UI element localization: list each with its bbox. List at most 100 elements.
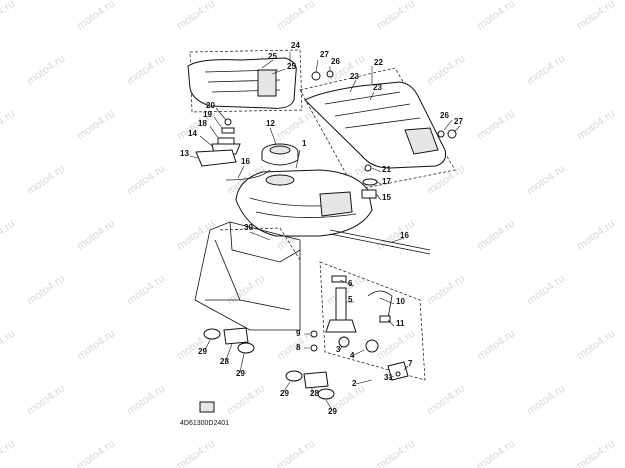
plate-19 <box>221 127 235 134</box>
screw-20 <box>224 118 232 126</box>
watermark-text: moto4.ru <box>225 383 267 418</box>
watermark-text: moto4.ru <box>275 0 317 32</box>
part-callout-13: 13 <box>180 149 189 158</box>
watermark-text: moto4.ru <box>525 383 567 418</box>
watermark-text: moto4.ru <box>25 163 67 198</box>
frame <box>194 221 301 331</box>
damper-18 <box>217 137 235 145</box>
watermark-text: moto4.ru <box>75 108 117 143</box>
part-callout-27: 27 <box>454 117 463 126</box>
watermark-text: moto4.ru <box>475 438 517 468</box>
part-callout-1: 1 <box>302 139 307 148</box>
watermark-text: moto4.ru <box>75 218 117 253</box>
watermark-text: moto4.ru <box>525 273 567 308</box>
watermark-text: moto4.ru <box>25 273 67 308</box>
part-callout-6: 6 <box>348 279 353 288</box>
part-callout-26: 26 <box>331 57 340 66</box>
watermark-text: moto4.ru <box>375 0 417 32</box>
part-callout-3: 3 <box>336 345 341 354</box>
watermark-text: moto4.ru <box>175 0 217 32</box>
watermark-text: moto4.ru <box>0 328 17 363</box>
watermark-text: moto4.ru <box>525 163 567 198</box>
watermark-text: moto4.ru <box>75 328 117 363</box>
fuel-tank <box>235 169 373 237</box>
watermark-text: moto4.ru <box>425 383 467 418</box>
watermark-text: moto4.ru <box>0 218 17 253</box>
book-icon <box>199 401 215 413</box>
watermark-text: moto4.ru <box>425 273 467 308</box>
part-callout-5: 5 <box>348 295 353 304</box>
part-callout-27: 27 <box>320 50 329 59</box>
part-callout-30: 30 <box>244 223 253 232</box>
watermark-text: moto4.ru <box>575 108 617 143</box>
collar-26-right <box>437 130 445 138</box>
watermark-text: moto4.ru <box>175 438 217 468</box>
part-callout-10: 10 <box>396 297 405 306</box>
part-callout-28: 28 <box>310 389 319 398</box>
watermark-text: moto4.ru <box>75 438 117 468</box>
part-callout-9: 9 <box>296 329 301 338</box>
part-callout-8: 8 <box>296 343 301 352</box>
part-callout-29: 29 <box>328 407 337 416</box>
watermark-text: moto4.ru <box>0 108 17 143</box>
part-callout-20: 20 <box>206 101 215 110</box>
watermark-text: moto4.ru <box>125 273 167 308</box>
part-callout-22: 22 <box>374 58 383 67</box>
watermark-text: moto4.ru <box>25 383 67 418</box>
watermark-text: moto4.ru <box>75 0 117 32</box>
part-callout-2: 2 <box>352 379 357 388</box>
watermark-text: moto4.ru <box>475 0 517 32</box>
hose-16-long <box>329 229 431 251</box>
part-callout-23: 23 <box>350 72 359 81</box>
watermark-text: moto4.ru <box>375 438 417 468</box>
watermark-text: moto4.ru <box>425 53 467 88</box>
hose-16-top <box>225 169 271 181</box>
watermark-text: moto4.ru <box>575 438 617 468</box>
part-callout-14: 14 <box>188 129 197 138</box>
diagram-code: 4D61300D2401 <box>180 420 229 427</box>
part-callout-23: 23 <box>373 83 382 92</box>
part-callout-18: 18 <box>198 119 207 128</box>
watermark-text: moto4.ru <box>375 328 417 363</box>
watermark-text: moto4.ru <box>575 0 617 32</box>
watermark-text: moto4.ru <box>275 108 317 143</box>
drawing <box>187 49 461 413</box>
part-callout-29: 29 <box>236 369 245 378</box>
part-callout-7: 7 <box>408 359 413 368</box>
part-callout-11: 11 <box>396 319 405 328</box>
part-callout-29: 29 <box>280 389 289 398</box>
part-callout-31: 31 <box>384 373 393 382</box>
side-cover-right <box>299 67 456 191</box>
bolt-27 <box>311 71 321 81</box>
watermark-text: moto4.ru <box>0 0 17 32</box>
watermark-text: moto4.ru <box>25 53 67 88</box>
part-callout-26: 26 <box>440 111 449 120</box>
collar-26 <box>326 70 334 78</box>
watermark-text: moto4.ru <box>475 218 517 253</box>
part-callout-29: 29 <box>198 347 207 356</box>
clamps <box>203 327 335 400</box>
watermark-text: moto4.ru <box>175 218 217 253</box>
part-callout-16: 16 <box>400 231 409 240</box>
watermark-text: moto4.ru <box>575 218 617 253</box>
watermark-text: moto4.ru <box>0 438 17 468</box>
fuel-cock <box>319 261 426 381</box>
watermark-text: moto4.ru <box>275 438 317 468</box>
watermark-text: moto4.ru <box>525 53 567 88</box>
part-callout-28: 28 <box>220 357 229 366</box>
watermark-text: moto4.ru <box>125 383 167 418</box>
watermark-text: moto4.ru <box>125 163 167 198</box>
watermark-text: moto4.ru <box>475 108 517 143</box>
part-callout-25: 25 <box>268 52 277 61</box>
side-cover-left <box>187 49 303 113</box>
watermark-text: moto4.ru <box>125 53 167 88</box>
part-callout-4: 4 <box>350 351 355 360</box>
part-callout-16: 16 <box>241 157 250 166</box>
part-callout-21: 21 <box>382 165 391 174</box>
watermark-text: moto4.ru <box>425 163 467 198</box>
part-callout-12: 12 <box>266 119 275 128</box>
part-callout-24: 24 <box>291 41 300 50</box>
